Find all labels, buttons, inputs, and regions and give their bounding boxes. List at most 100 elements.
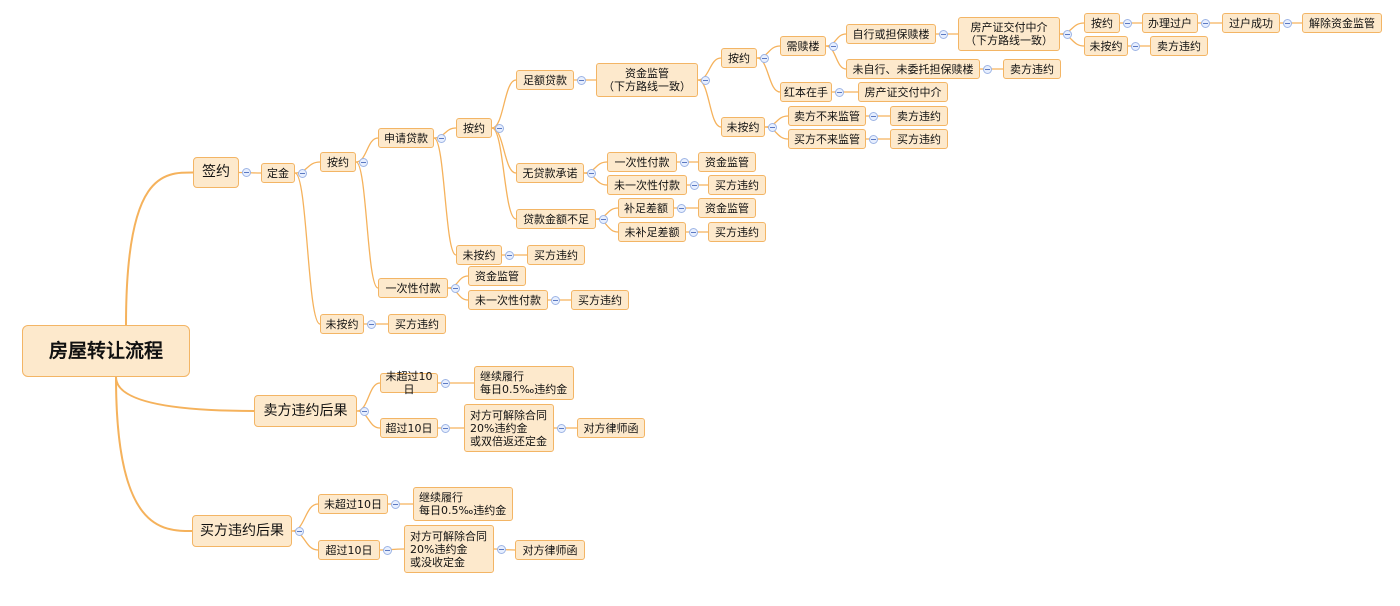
collapse-toggle-icon[interactable] — [1123, 18, 1132, 28]
collapse-toggle-icon[interactable] — [441, 423, 450, 433]
node-buyer-breach-3[interactable]: 买方违约 — [708, 222, 766, 242]
node-buyer-lawyer-letter[interactable]: 对方律师函 — [515, 540, 585, 560]
node-certificate-to-agent-2[interactable]: 房产证交付中介 — [858, 82, 948, 102]
node-release-supervision[interactable]: 解除资金监管 — [1302, 13, 1382, 33]
node-full-loan[interactable]: 足额贷款 — [516, 70, 574, 90]
collapse-toggle-icon[interactable] — [295, 526, 304, 536]
node-seller-lawyer-letter[interactable]: 对方律师函 — [577, 418, 645, 438]
collapse-toggle-icon[interactable] — [983, 64, 992, 74]
node-on-schedule-2[interactable]: 按约 — [456, 118, 492, 138]
collapse-toggle-icon[interactable] — [298, 168, 307, 178]
node-loan-insufficient[interactable]: 贷款金额不足 — [516, 209, 596, 229]
node-seller-continue-performance[interactable]: 继续履行 每日0.5‰违约金 — [474, 366, 574, 400]
collapse-toggle-icon[interactable] — [869, 134, 878, 144]
node-lump-sum-2[interactable]: 一次性付款 — [378, 278, 448, 298]
node-no-lump-sum-1[interactable]: 未一次性付款 — [607, 175, 687, 195]
edge-root-qianyue — [125, 171, 194, 326]
node-lump-sum-1[interactable]: 一次性付款 — [607, 152, 677, 172]
node-buyer-breach-5[interactable]: 买方违约 — [571, 290, 629, 310]
node-transfer-process[interactable]: 办理过户 — [1142, 13, 1198, 33]
node-deposit[interactable]: 定金 — [261, 163, 295, 183]
collapse-toggle-icon[interactable] — [689, 227, 698, 237]
node-buyer-within-10-days[interactable]: 未超过10日 — [318, 494, 388, 514]
node-not-on-schedule-4[interactable]: 未按约 — [1084, 36, 1128, 56]
collapse-toggle-icon[interactable] — [441, 378, 450, 388]
collapse-toggle-icon[interactable] — [1063, 29, 1072, 39]
node-fund-supervision-3[interactable]: 资金监管 — [698, 198, 756, 218]
node-buyer-over-10-days[interactable]: 超过10日 — [318, 540, 380, 560]
collapse-toggle-icon[interactable] — [505, 250, 514, 260]
collapse-toggle-icon[interactable] — [437, 133, 446, 143]
node-buyer-terminate-contract[interactable]: 对方可解除合同 20%违约金 或没收定金 — [404, 525, 494, 573]
node-buyer-breach-2[interactable]: 买方违约 — [708, 175, 766, 195]
collapse-toggle-icon[interactable] — [359, 157, 368, 167]
node-fund-supervision-2[interactable]: 资金监管 — [698, 152, 756, 172]
node-buyer-breach-consequences[interactable]: 买方违约后果 — [192, 515, 292, 547]
edge-dingjin-weianyue1 — [294, 172, 321, 325]
node-buyer-no-supervision[interactable]: 买方不来监管 — [788, 129, 866, 149]
edge-anyue2-buzu — [491, 127, 517, 220]
edge-zijin1-weianyue3 — [697, 79, 722, 128]
node-not-cover-difference[interactable]: 未补足差额 — [618, 222, 686, 242]
collapse-toggle-icon[interactable] — [242, 168, 251, 177]
node-seller-over-10-days[interactable]: 超过10日 — [380, 418, 438, 438]
node-certificate-to-agent-1[interactable]: 房产证交付中介 （下方路线一致） — [958, 17, 1060, 51]
collapse-toggle-icon[interactable] — [383, 545, 392, 555]
collapse-toggle-icon[interactable] — [677, 203, 686, 213]
node-cover-difference[interactable]: 补足差额 — [618, 198, 674, 218]
node-not-on-schedule-3[interactable]: 未按约 — [721, 117, 765, 137]
collapse-toggle-icon[interactable] — [760, 53, 769, 63]
node-no-lump-sum-2[interactable]: 未一次性付款 — [468, 290, 548, 310]
node-transfer-success[interactable]: 过户成功 — [1222, 13, 1280, 33]
collapse-toggle-icon[interactable] — [551, 295, 560, 305]
collapse-toggle-icon[interactable] — [577, 75, 586, 85]
node-buyer-continue-performance[interactable]: 继续履行 每日0.5‰违约金 — [413, 487, 513, 521]
collapse-toggle-icon[interactable] — [1283, 18, 1292, 28]
node-buyer-breach-4[interactable]: 买方违约 — [527, 245, 585, 265]
collapse-toggle-icon[interactable] — [680, 157, 689, 167]
collapse-toggle-icon[interactable] — [391, 499, 400, 509]
node-sign-contract[interactable]: 签约 — [193, 157, 239, 188]
collapse-toggle-icon[interactable] — [829, 41, 838, 51]
node-buyer-breach-1[interactable]: 买方违约 — [890, 129, 948, 149]
node-on-schedule-4[interactable]: 按约 — [1084, 13, 1120, 33]
collapse-toggle-icon[interactable] — [869, 111, 878, 121]
collapse-toggle-icon[interactable] — [1131, 41, 1140, 51]
node-need-redeem[interactable]: 需赎楼 — [780, 36, 826, 56]
node-seller-breach-2[interactable]: 卖方违约 — [1003, 59, 1061, 79]
node-not-redeemed[interactable]: 未自行、未委托担保赎楼 — [846, 59, 980, 79]
collapse-toggle-icon[interactable] — [557, 423, 566, 433]
node-buyer-breach-6[interactable]: 买方违约 — [388, 314, 446, 334]
root-node[interactable]: 房屋转让流程 — [22, 325, 190, 377]
collapse-toggle-icon[interactable] — [497, 544, 506, 554]
collapse-toggle-icon[interactable] — [768, 122, 777, 132]
node-not-on-schedule-1[interactable]: 未按约 — [320, 314, 364, 334]
node-not-on-schedule-2[interactable]: 未按约 — [456, 245, 502, 265]
node-seller-within-10-days[interactable]: 未超过10日 — [380, 370, 438, 396]
node-fund-supervision-1[interactable]: 资金监管 （下方路线一致） — [596, 63, 698, 97]
node-seller-no-supervision[interactable]: 卖方不来监管 — [788, 106, 866, 126]
collapse-toggle-icon[interactable] — [367, 319, 376, 329]
collapse-toggle-icon[interactable] — [1201, 18, 1210, 28]
node-on-schedule-3[interactable]: 按约 — [721, 48, 757, 68]
collapse-toggle-icon[interactable] — [495, 123, 504, 133]
node-no-loan-commitment[interactable]: 无贷款承诺 — [516, 163, 584, 183]
collapse-toggle-icon[interactable] — [451, 283, 460, 293]
node-seller-terminate-contract[interactable]: 对方可解除合同 20%违约金 或双倍返还定金 — [464, 404, 554, 452]
node-self-redeem[interactable]: 自行或担保赎楼 — [846, 24, 936, 44]
node-fund-supervision-4[interactable]: 资金监管 — [468, 266, 526, 286]
node-certificate-in-hand[interactable]: 红本在手 — [780, 82, 832, 102]
node-seller-breach-1[interactable]: 卖方违约 — [1150, 36, 1208, 56]
collapse-toggle-icon[interactable] — [599, 214, 608, 224]
node-seller-breach-consequences[interactable]: 卖方违约后果 — [254, 395, 357, 427]
node-apply-loan[interactable]: 申请贷款 — [378, 128, 434, 148]
collapse-toggle-icon[interactable] — [939, 29, 948, 39]
edge-shenqing-weianyue2 — [433, 137, 457, 256]
node-seller-breach-3[interactable]: 卖方违约 — [890, 106, 948, 126]
collapse-toggle-icon[interactable] — [835, 87, 844, 97]
node-on-schedule-1[interactable]: 按约 — [320, 152, 356, 172]
collapse-toggle-icon[interactable] — [690, 180, 699, 190]
collapse-toggle-icon[interactable] — [701, 75, 710, 85]
collapse-toggle-icon[interactable] — [360, 406, 369, 416]
collapse-toggle-icon[interactable] — [587, 168, 596, 178]
